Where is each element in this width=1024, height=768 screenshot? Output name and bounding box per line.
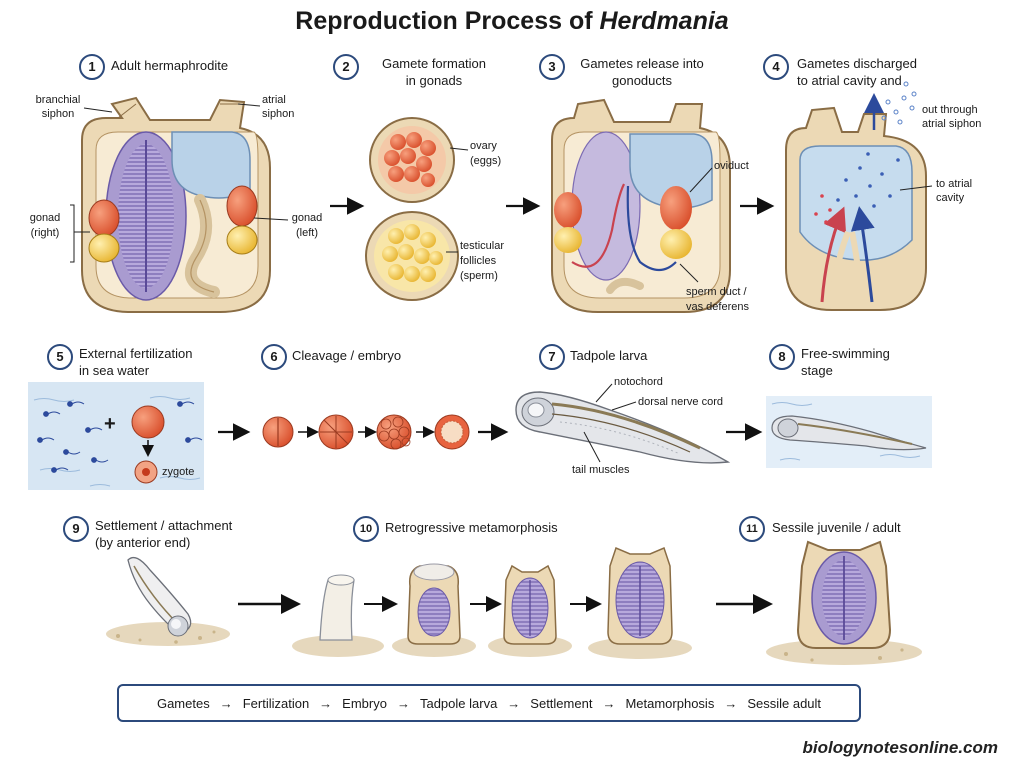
flow-arrow: →: [219, 695, 233, 711]
page-title: Reproduction Process of Herdmania: [295, 7, 729, 35]
step-8-title-line2: stage: [801, 363, 833, 378]
sessile-adult-illustration: [766, 540, 922, 665]
step-9-title-line1: Settlement / attachment: [95, 518, 233, 533]
label-dorsal-nerve-cord: dorsal nerve cord: [638, 396, 723, 408]
step-3-title-line1: Gametes release into: [580, 56, 704, 71]
label-gonad-left-line2: (left): [296, 227, 318, 239]
step-2-title-line1: Gamete formation: [381, 56, 487, 71]
flow-step-sessile-adult: Sessile adult: [747, 695, 822, 711]
flow-arrow: →: [602, 695, 616, 711]
step-2-number: 2: [333, 54, 359, 80]
step-7-number: 7: [539, 344, 565, 370]
step-5-title-line2: in sea water: [79, 363, 150, 378]
free-swimming-illustration: [766, 396, 932, 468]
settlement-illustration: [106, 556, 230, 646]
label-out-through-line1: out through: [922, 104, 978, 116]
label-testicular-line1: testicular: [460, 240, 505, 252]
step-10-number: 10: [353, 516, 379, 542]
label-testicular-line3: (sperm): [460, 270, 498, 282]
step-8-title-line1: Free-swimming: [801, 346, 890, 361]
flow-step-gametes: Gametes: [156, 695, 210, 711]
flow-arrow: →: [724, 695, 738, 711]
step-10-title: Retrogressive metamorphosis: [385, 520, 558, 535]
step-11-title: Sessile juvenile / adult: [772, 520, 901, 535]
flow-step-metamorphosis: Metamorphosis: [625, 695, 715, 711]
label-gonad-right-line2: (right): [30, 227, 60, 239]
step-1-title: Adult hermaphrodite: [111, 58, 229, 73]
label-sperm-duct-line2: vas deferens: [686, 301, 749, 313]
site-credit: biologynotesonline.com: [802, 738, 998, 757]
step-9-number: 9: [63, 516, 89, 542]
label-branchial-siphon-line2: siphon: [41, 108, 75, 120]
label-gonad-left-line1: gonad: [291, 212, 323, 224]
tadpole-larva-illustration: [515, 383, 731, 464]
label-out-through-line2: atrial siphon: [922, 118, 982, 130]
flow-arrow: →: [319, 695, 333, 711]
step-4-title-line2: to atrial cavity and: [797, 73, 902, 88]
flow-step-embryo: Embryo: [342, 695, 387, 711]
flow-step-settlement: Settlement: [530, 695, 593, 711]
label-gonad-right-line1: gonad: [29, 212, 61, 224]
label-ovary-line1: ovary: [470, 140, 497, 152]
label-sperm-duct-line1: sperm duct /: [686, 286, 747, 298]
label-atrial-siphon-line1: atrial: [262, 94, 286, 106]
label-notochord: notochord: [614, 376, 663, 388]
flow-step-fertilization: Fertilization: [242, 695, 310, 711]
step-4-title-line1: Gametes discharged: [797, 56, 917, 71]
label-zygote: zygote: [162, 466, 195, 478]
flow-arrow: →: [507, 695, 521, 711]
label-oviduct: oviduct: [714, 160, 749, 172]
step-5-title-line1: External fertilization: [79, 346, 193, 361]
adult-hermaphrodite-illustration: [70, 96, 289, 313]
step-5-number: 5: [47, 344, 73, 370]
step-11-number: 11: [739, 516, 765, 542]
step-8-number: 8: [769, 344, 795, 370]
cleavage-stages-illustration: [262, 414, 509, 450]
flow-arrow: →: [396, 695, 410, 711]
label-to-atrial-line1: to atrial: [936, 178, 973, 190]
summary-flow-box: Gametes → Fertilization → Embryo → Tadpo…: [117, 684, 861, 722]
step-1-number: 1: [79, 54, 105, 80]
step-3-title-line2: gonoducts: [612, 73, 672, 88]
step-9-title-line2: (by anterior end): [95, 535, 191, 550]
plus-sign: +: [104, 413, 116, 435]
label-to-atrial-line2: cavity: [936, 192, 965, 204]
atrial-discharge-illustration: [785, 81, 933, 311]
label-testicular-line2: follicles: [460, 255, 497, 267]
label-atrial-siphon-line2: siphon: [262, 108, 295, 120]
step-3-number: 3: [539, 54, 565, 80]
label-tail-muscles: tail muscles: [572, 464, 630, 476]
gamete-formation-illustration: [365, 117, 469, 301]
flow-step-tadpole-larva: Tadpole larva: [419, 695, 498, 711]
step-4-number: 4: [763, 54, 789, 80]
label-ovary-line2: (eggs): [470, 155, 502, 167]
label-branchial-siphon-line1: branchial: [35, 94, 81, 106]
metamorphosis-illustration: [292, 546, 692, 659]
gonoduct-release-illustration: [551, 98, 731, 313]
sea-water-fertilization-illustration: [28, 382, 204, 490]
step-6-title: Cleavage / embryo: [292, 348, 402, 363]
step-2-title-line2: in gonads: [405, 73, 463, 88]
step-7-title: Tadpole larva: [570, 348, 648, 363]
step-6-number: 6: [261, 344, 287, 370]
